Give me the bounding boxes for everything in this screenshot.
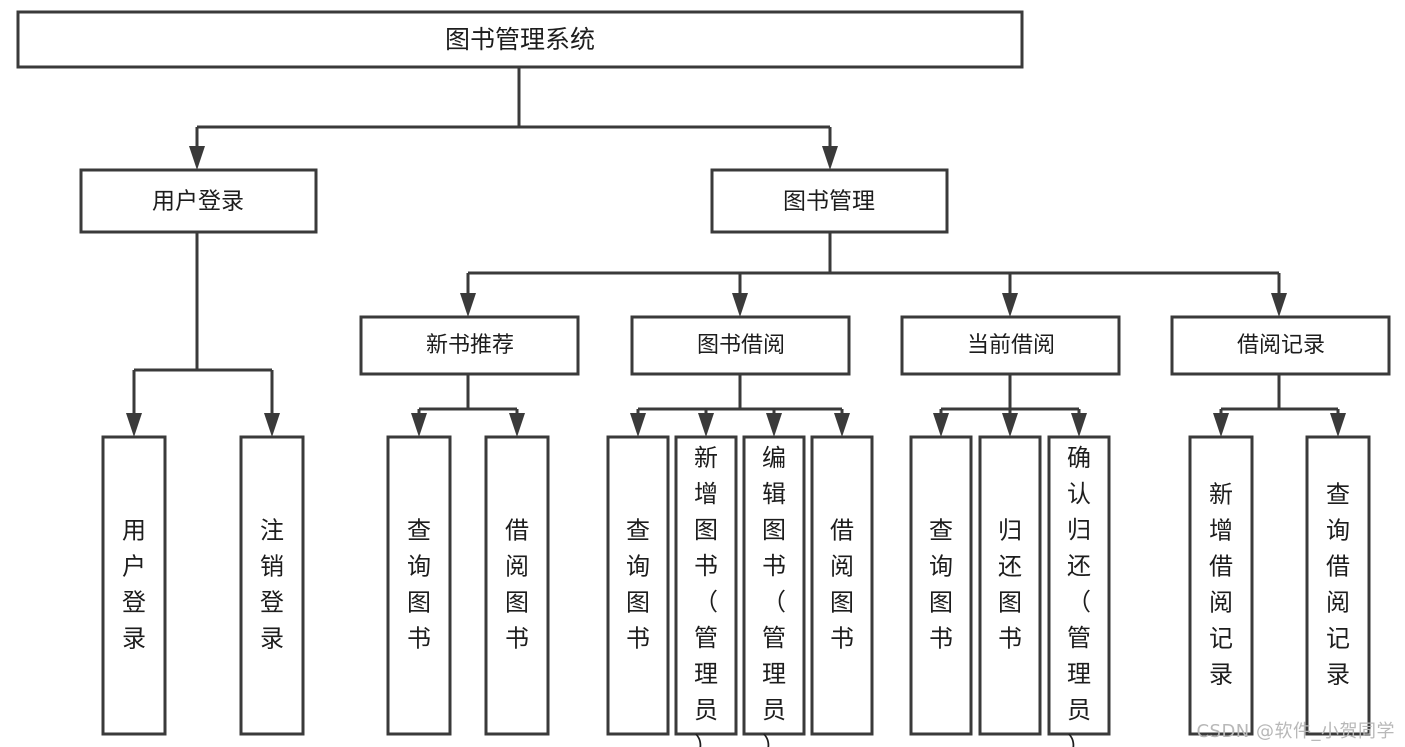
leaf-node-return-book[interactable]: 归还图书: [978, 435, 1042, 736]
node-borrow-record-box[interactable]: [1170, 315, 1391, 376]
arrow-head-leaf-add-book: [698, 413, 714, 437]
arrow-head-new-book-recommend: [460, 293, 476, 317]
arrow-head-current-borrow: [1002, 293, 1018, 317]
arrow-head-leaf-borrow-book-1: [509, 413, 525, 437]
arrow-head-leaf-confirm-return: [1071, 413, 1087, 437]
leaf-node-confirm-return-box[interactable]: [1047, 435, 1111, 736]
node-borrow-record[interactable]: 借阅记录: [1170, 315, 1391, 376]
arrow-head-leaf-return-book: [1002, 413, 1018, 437]
leaf-node-borrow-book-recommend-label: 借阅图书: [505, 517, 529, 653]
leaf-node-borrow-book[interactable]: 借阅图书: [810, 435, 874, 736]
connector-group-new-book-recommend: [411, 374, 525, 437]
node-new-book-recommend-box[interactable]: [359, 315, 580, 376]
leaf-node-borrow-book-label: 借阅图书: [830, 517, 854, 653]
arrow-head-leaf-query-book-2: [630, 413, 646, 437]
connector-group-root: [189, 67, 838, 170]
leaf-node-logout[interactable]: 注销登录: [239, 435, 305, 736]
leaf-node-user-login[interactable]: 用户登录: [101, 435, 167, 736]
leaf-node-borrow-book-recommend[interactable]: 借阅图书: [484, 435, 550, 736]
arrow-head-user-login: [189, 146, 205, 170]
leaf-node-logout-label: 注销登录: [260, 517, 284, 653]
node-book-borrow-label: 图书借阅: [697, 333, 785, 358]
leaf-node-query-book-borrow[interactable]: 查询图书: [606, 435, 670, 736]
leaf-node-query-book-borrow-label: 查询图书: [626, 517, 650, 653]
leaf-node-borrow-book-recommend-box[interactable]: [484, 435, 550, 736]
arrow-head-book-manage: [822, 146, 838, 170]
node-book-manage-box[interactable]: [710, 168, 949, 234]
leaf-node-query-book-current[interactable]: 查询图书: [909, 435, 973, 736]
leaf-node-add-borrow-record-box[interactable]: [1188, 435, 1254, 736]
leaf-node-user-login-label: 用户登录: [122, 517, 146, 653]
arrow-head-borrow-record: [1271, 293, 1287, 317]
leaf-node-borrow-book-box[interactable]: [810, 435, 874, 736]
connector-group-book-manage: [460, 232, 1287, 317]
node-root-system-box[interactable]: [16, 10, 1024, 69]
leaf-node-query-book-current-box[interactable]: [909, 435, 973, 736]
arrow-head-leaf-query-book-3: [933, 413, 949, 437]
leaf-node-confirm-return[interactable]: 确认归还（管理员）: [1047, 435, 1111, 747]
arrow-head-leaf-query-book-1: [411, 413, 427, 437]
node-borrow-record-label: 借阅记录: [1237, 333, 1325, 358]
leaf-node-add-book-box[interactable]: [674, 435, 738, 736]
arrow-head-leaf-borrow-book-2: [834, 413, 850, 437]
arrow-head-book-borrow: [732, 293, 748, 317]
node-user-login[interactable]: 用户登录: [79, 168, 318, 234]
connector-group-book-borrow: [630, 374, 850, 437]
leaf-node-query-borrow-record-label: 查询借阅记录: [1326, 481, 1350, 689]
leaf-node-confirm-return-label: 确认归还（管理员）: [1067, 444, 1091, 747]
node-book-borrow[interactable]: 图书借阅: [630, 315, 851, 376]
arrow-head-leaf-user-login: [126, 413, 142, 437]
leaf-node-edit-book-label: 编辑图书（管理员）: [762, 444, 786, 747]
connector-group-current-borrow: [933, 374, 1087, 437]
leaf-node-query-borrow-record[interactable]: 查询借阅记录: [1305, 435, 1371, 736]
connector-group-borrow-record: [1213, 374, 1346, 437]
leaf-node-query-book-current-label: 查询图书: [929, 517, 953, 653]
node-book-borrow-box[interactable]: [630, 315, 851, 376]
leaf-node-query-book-recommend-box[interactable]: [386, 435, 452, 736]
arrow-head-leaf-add-record: [1213, 413, 1229, 437]
leaf-node-add-borrow-record[interactable]: 新增借阅记录: [1188, 435, 1254, 736]
leaf-node-query-book-recommend-label: 查询图书: [407, 517, 431, 653]
node-current-borrow-label: 当前借阅: [967, 333, 1055, 358]
node-new-book-recommend-label: 新书推荐: [426, 333, 514, 358]
csdn-watermark: CSDN @软件_小贺同学: [1196, 721, 1395, 742]
leaf-node-query-book-recommend[interactable]: 查询图书: [386, 435, 452, 736]
leaf-node-logout-box[interactable]: [239, 435, 305, 736]
leaf-node-return-book-box[interactable]: [978, 435, 1042, 736]
node-current-borrow-box[interactable]: [900, 315, 1121, 376]
leaf-node-return-book-label: 归还图书: [998, 517, 1022, 653]
arrow-head-leaf-logout: [264, 413, 280, 437]
leaf-node-add-borrow-record-label: 新增借阅记录: [1209, 481, 1233, 689]
leaf-node-user-login-box[interactable]: [101, 435, 167, 736]
leaf-node-query-book-borrow-box[interactable]: [606, 435, 670, 736]
node-current-borrow[interactable]: 当前借阅: [900, 315, 1121, 376]
node-user-login-label: 用户登录: [152, 189, 244, 215]
leaf-node-add-book[interactable]: 新增图书（管理员）: [674, 435, 738, 747]
arrow-head-leaf-edit-book: [766, 413, 782, 437]
leaf-node-edit-book[interactable]: 编辑图书（管理员）: [742, 435, 806, 747]
leaf-node-add-book-label: 新增图书（管理员）: [694, 444, 718, 747]
node-book-manage-label: 图书管理: [783, 189, 875, 215]
connector-group-user-login: [126, 232, 280, 437]
arrow-head-leaf-query-record: [1330, 413, 1346, 437]
node-book-manage[interactable]: 图书管理: [710, 168, 949, 234]
leaf-node-edit-book-box[interactable]: [742, 435, 806, 736]
node-root-system[interactable]: 图书管理系统: [16, 10, 1024, 69]
leaf-node-query-borrow-record-box[interactable]: [1305, 435, 1371, 736]
node-new-book-recommend[interactable]: 新书推荐: [359, 315, 580, 376]
node-user-login-box[interactable]: [79, 168, 318, 234]
node-root-system-label: 图书管理系统: [445, 25, 595, 54]
